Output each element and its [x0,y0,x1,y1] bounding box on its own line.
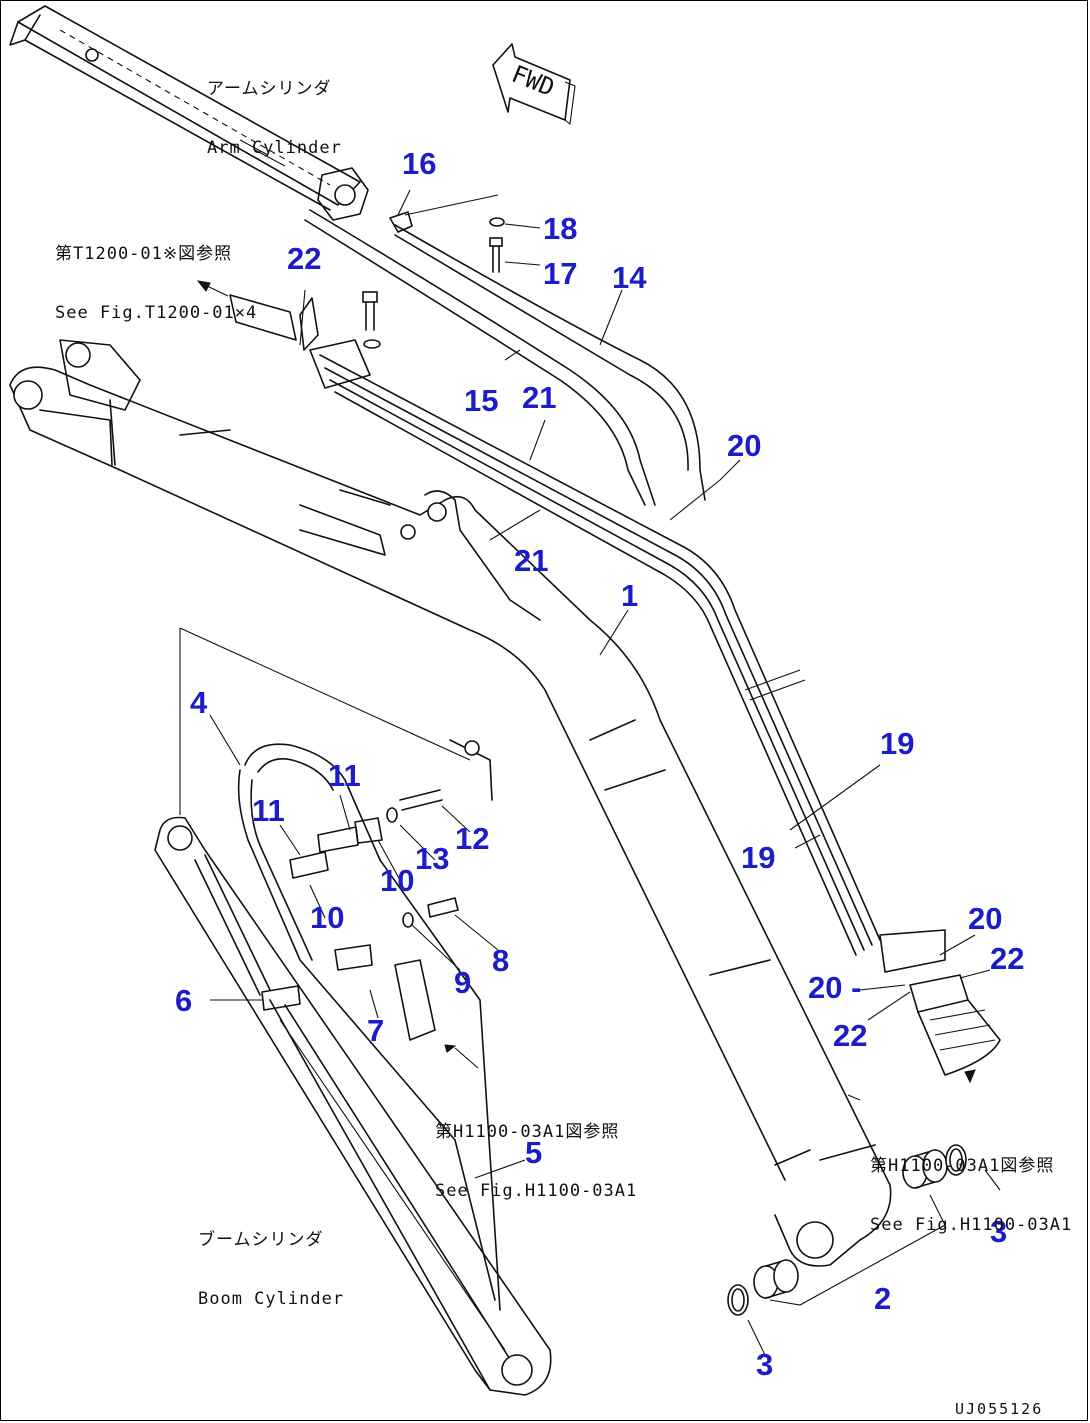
callout-14: 14 [612,260,647,295]
bushings-right [902,1144,967,1189]
callout-20c: 20 - [808,970,862,1005]
fwd-arrow: FWD [492,43,576,126]
callout-11a: 11 [328,758,361,793]
callout-10a: 10 [380,863,415,898]
callout-7: 7 [367,1013,385,1048]
reference-right-en: See Fig.H1100-03A1 [870,1214,1073,1235]
clamp-upper-left [196,280,319,351]
boom-cylinder-en: Boom Cylinder [198,1288,345,1309]
bolt-mid [362,291,381,349]
reference-middle-jp: 第H1100-03A1図参照 [435,1122,620,1143]
tube-bundle-21 [309,339,946,973]
boom-cylinder [154,627,552,1396]
reference-top-en: See Fig.T1200-01×4 [55,302,258,323]
arm-cylinder [9,5,369,221]
callout-5: 5 [525,1135,543,1170]
callout-19b: 19 [741,840,776,875]
arm-cylinder-jp: アームシリンダ [207,79,332,100]
leader-lines [209,189,1001,1356]
callout-19a: 19 [880,726,915,761]
reference-right-jp: 第H1100-03A1図参照 [870,1156,1055,1177]
callout-21a: 21 [522,380,557,415]
clamp-right [909,974,1001,1084]
hoses-upper [304,194,706,506]
callout-8: 8 [492,943,510,978]
callout-12: 12 [455,821,490,856]
drawing-code: UJ055126 [955,1400,1044,1418]
callout-3-left: 3 [756,1347,774,1382]
arm-cylinder-label: アームシリンダ Arm Cylinder [207,41,342,197]
callout-21b: 21 [514,543,549,578]
boom [9,339,892,1267]
callout-1: 1 [621,578,639,613]
callout-6: 6 [175,983,193,1018]
arm-cylinder-en: Arm Cylinder [207,137,342,158]
callout-15: 15 [464,383,499,418]
boom-cylinder-jp: ブームシリンダ [198,1230,324,1251]
callout-18: 18 [543,211,578,246]
callout-2: 2 [874,1281,892,1316]
leader-2 [769,1194,946,1306]
callout-20a: 20 [727,428,762,463]
callout-10b: 10 [310,900,345,935]
reference-middle-en: See Fig.H1100-03A1 [435,1180,638,1201]
bushings-left [727,1259,799,1316]
callout-20b: 20 [968,901,1003,936]
callout-11b: 11 [252,793,285,828]
boom-cylinder-label: ブームシリンダ Boom Cylinder [198,1192,344,1348]
callout-3-right: 3 [990,1214,1008,1249]
callout-4: 4 [190,685,208,720]
callout-17: 17 [543,256,578,291]
reference-top: 第T1200-01※図参照 See Fig.T1200-01×4 [55,206,257,362]
callout-9: 9 [454,965,472,1000]
callout-16: 16 [402,146,437,181]
reference-top-jp: 第T1200-01※図参照 [55,244,233,265]
reference-right: 第H1100-03A1図参照 See Fig.H1100-03A1 [870,1118,1072,1274]
callout-22a: 22 [287,241,322,276]
callout-22c: 22 [833,1018,868,1053]
clamps-left [210,789,479,1069]
fwd-label: FWD [508,60,559,102]
callout-13: 13 [415,841,450,876]
boom-cylinder-hoses [237,743,501,1311]
bolt-17 [489,217,505,273]
reference-middle: 第H1100-03A1図参照 See Fig.H1100-03A1 [435,1084,637,1240]
callout-22b: 22 [990,941,1025,976]
